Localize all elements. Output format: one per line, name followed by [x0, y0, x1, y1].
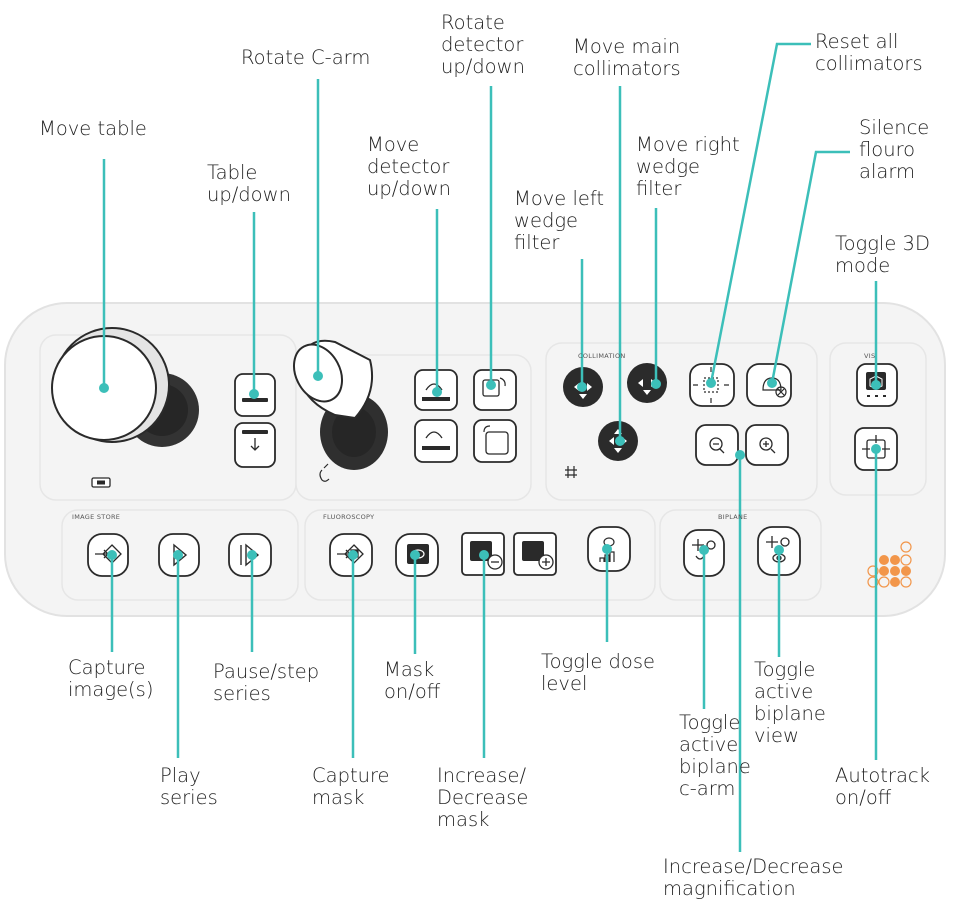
rotate-detector-down-button[interactable]: [474, 420, 516, 462]
rotate-detector-up-button[interactable]: [474, 370, 516, 410]
right-wedge-knob[interactable]: [627, 363, 667, 403]
section-image-store: IMAGE STORE: [72, 513, 120, 521]
reset-collimators-button[interactable]: [690, 364, 734, 406]
section-collimation: COLLIMATION: [578, 352, 626, 360]
label-play-series: Play series: [160, 765, 218, 809]
label-move-right-wedge: Move right wedge filter: [636, 134, 740, 200]
label-capture-mask: Capture mask: [312, 765, 390, 809]
capture-mask-button[interactable]: [330, 534, 372, 576]
play-series-button[interactable]: [159, 534, 199, 576]
label-table-updown: Table up/down: [207, 162, 291, 206]
mask-onoff-button[interactable]: [396, 534, 438, 576]
decrease-mask-button[interactable]: [462, 533, 504, 575]
table-up-icon: [242, 398, 268, 402]
label-toggle-biplane-carm: Toggle active biplane c-arm: [679, 712, 751, 800]
label-mask-onoff: Mask on/off: [384, 659, 440, 703]
toggle-3d-button[interactable]: [857, 364, 897, 406]
pause-step-button[interactable]: [229, 534, 271, 576]
left-wedge-knob[interactable]: [563, 367, 603, 407]
mask-icon: [407, 544, 429, 564]
section-biplane: BIPLANE: [718, 513, 748, 521]
table-lock-icon: [92, 478, 110, 487]
label-toggle-3d: Toggle 3D mode: [835, 233, 930, 277]
table-down-button[interactable]: [235, 423, 275, 467]
label-capture-images: Capture image(s): [68, 657, 153, 701]
biplane-carm-button[interactable]: [684, 530, 724, 576]
table-down-icon: [242, 430, 268, 434]
detector-up-icon: [422, 397, 450, 401]
zoom-out-button[interactable]: [696, 425, 738, 465]
detector-down-button[interactable]: [415, 420, 457, 462]
label-move-left-wedge: Move left wedge filter: [514, 188, 604, 254]
label-move-table: Move table: [39, 118, 147, 140]
detector-up-button[interactable]: [415, 370, 457, 410]
label-toggle-dose: Toggle dose level: [541, 651, 655, 695]
label-rotate-detector: Rotate detector up/down: [441, 12, 525, 78]
label-autotrack: Autotrack on/off: [835, 765, 930, 809]
biplane-view-button[interactable]: [758, 527, 800, 575]
label-incdec-mask: Increase/ Decrease mask: [437, 765, 528, 831]
capture-images-button[interactable]: [88, 534, 128, 576]
silence-alarm-button[interactable]: [747, 364, 791, 406]
autotrack-button[interactable]: [855, 428, 897, 470]
label-magnification: Increase/Decrease magnification: [663, 856, 844, 900]
label-toggle-biplane-view: Toggle active biplane view: [754, 659, 826, 747]
label-move-detector: Move detector up/down: [367, 134, 451, 200]
section-vis: VIS: [864, 352, 875, 360]
label-reset-collimators: Reset all collimators: [815, 31, 923, 75]
zoom-in-button[interactable]: [746, 425, 788, 465]
label-move-main-collimators: Move main collimators: [573, 36, 681, 80]
label-rotate-carm: Rotate C-arm: [241, 47, 370, 69]
increase-mask-button[interactable]: [514, 533, 556, 575]
toggle-dose-button[interactable]: [588, 527, 630, 571]
label-silence-alarm: Silence flouro alarm: [859, 117, 929, 183]
label-pause-step: Pause/step series: [213, 661, 319, 705]
detector-down-icon: [422, 446, 450, 450]
main-collimator-knob[interactable]: [598, 421, 638, 461]
section-fluoroscopy: FLUOROSCOPY: [323, 513, 374, 521]
table-up-button[interactable]: [235, 374, 275, 416]
